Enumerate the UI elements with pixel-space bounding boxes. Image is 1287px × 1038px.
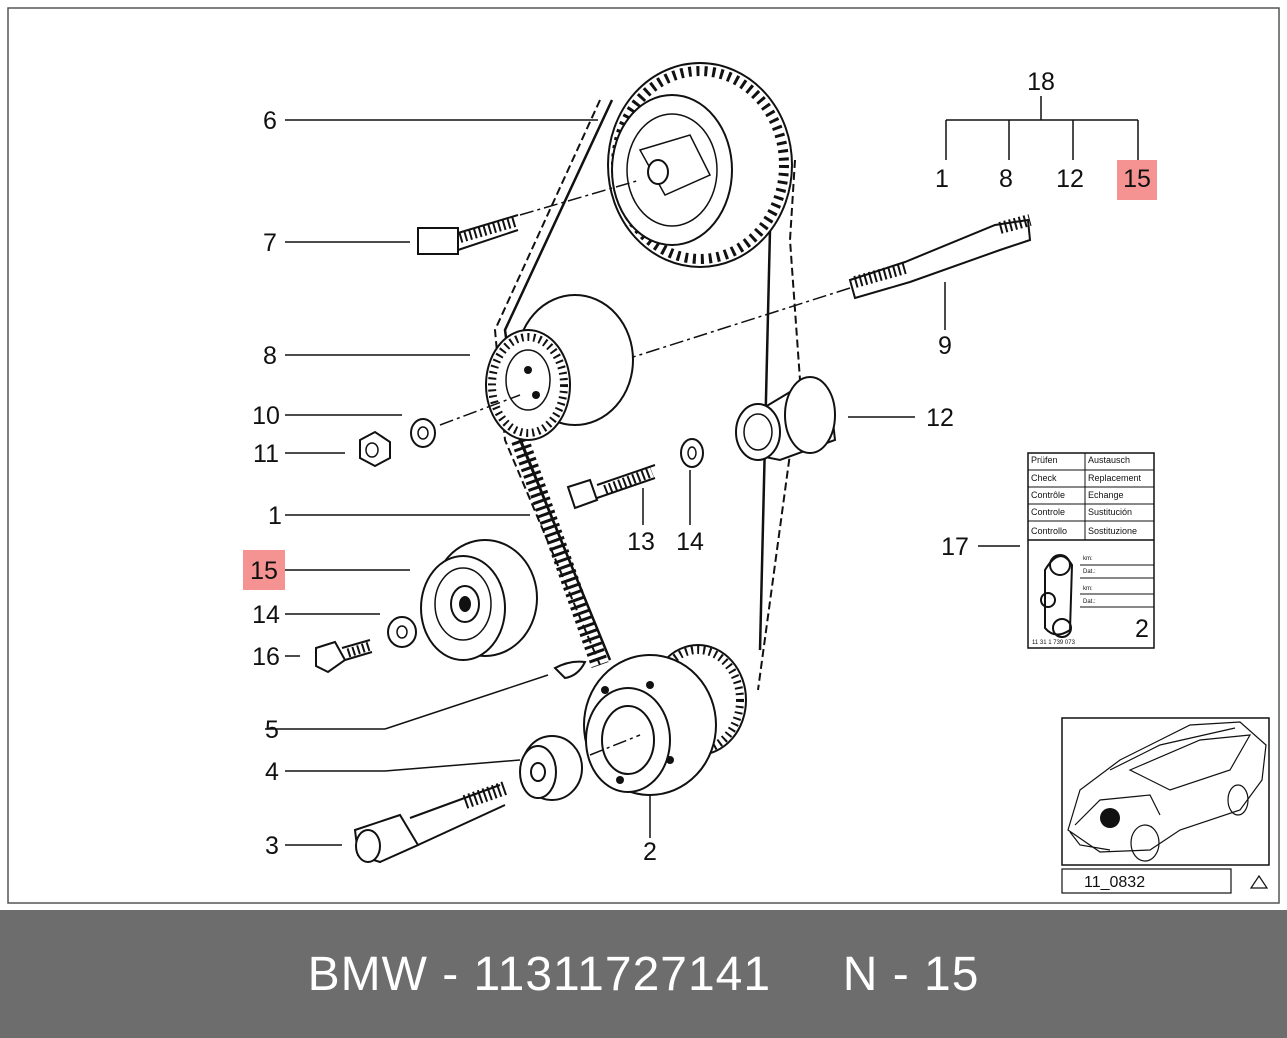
bolt-13 xyxy=(566,464,656,510)
set-tree-item-12: 12 xyxy=(1056,165,1084,193)
belt-left-inner xyxy=(493,99,601,666)
belt-teeth xyxy=(511,436,609,669)
callout-6: 6 xyxy=(263,107,277,135)
timing-belt-diagram: 6 7 8 10 11 1 15 14 16 5 4 3 2 9 12 13 1… xyxy=(7,7,1280,904)
set-tree-lines xyxy=(945,96,1139,160)
diagram-frame xyxy=(7,7,1280,904)
callout-14-upper: 14 xyxy=(676,528,704,556)
location-marker xyxy=(1100,808,1120,828)
label-card-r2a: Check xyxy=(1031,473,1057,483)
washer-14-lower xyxy=(387,616,417,648)
label-card-r4a: Controle xyxy=(1031,507,1065,517)
intermediate-sprocket xyxy=(439,294,634,441)
callout-2: 2 xyxy=(643,838,657,866)
callout-14-lower: 14 xyxy=(252,601,280,629)
callout-15: 15 xyxy=(250,557,278,585)
label-card-field-km1: km: xyxy=(1083,556,1093,562)
bolt-7 xyxy=(417,179,641,255)
warning-triangle-icon xyxy=(1249,874,1269,889)
label-card-r2b: Replacement xyxy=(1088,473,1142,483)
set-tree-item-1: 1 xyxy=(935,165,949,193)
label-card-field-date2: Dat.: xyxy=(1083,599,1096,605)
callout-16: 16 xyxy=(252,643,280,671)
nut-11 xyxy=(359,430,391,468)
label-card-r1a: Prüfen xyxy=(1031,455,1058,465)
callout-1: 1 xyxy=(268,502,282,530)
label-card-r4b: Sustitución xyxy=(1088,507,1132,517)
crankshaft-sprocket-2 xyxy=(583,644,747,796)
label-card-r1b: Austausch xyxy=(1088,455,1130,465)
label-card-r5b: Sostituzione xyxy=(1088,526,1137,536)
shaft-9 xyxy=(629,214,1032,359)
set-tree-root: 18 xyxy=(1027,68,1055,96)
vehicle-locator-inset: 11_0832 xyxy=(1061,717,1270,894)
callout-9: 9 xyxy=(938,332,952,360)
label-card-r3a: Contrôle xyxy=(1031,490,1065,500)
callout-4: 4 xyxy=(265,758,279,786)
callout-8: 8 xyxy=(263,342,277,370)
bolt-16 xyxy=(315,639,373,674)
belt-teeth-edge xyxy=(517,431,611,661)
label-card-part-no: 11 31 1 739 073 xyxy=(1032,640,1076,646)
set-tree-item-8: 8 xyxy=(999,165,1013,193)
callout-13: 13 xyxy=(627,528,655,556)
callout-3: 3 xyxy=(265,832,279,860)
tensioner-pulley-15 xyxy=(420,539,538,661)
label-card-r5a: Controllo xyxy=(1031,526,1067,536)
callout-10: 10 xyxy=(252,402,280,430)
set-tree-item-15: 15 xyxy=(1123,165,1151,193)
part-number-footer: BMW - 11311727141 N - 15 xyxy=(0,910,1287,1038)
label-card-number: 2 xyxy=(1135,615,1149,643)
diagram-code: 11_0832 xyxy=(1084,874,1145,891)
washer-14-upper xyxy=(680,438,704,468)
callout-12: 12 xyxy=(926,404,954,432)
highlight-box-tree-15 xyxy=(1117,160,1157,200)
highlight-box-15 xyxy=(243,550,285,590)
camshaft-sprocket xyxy=(607,62,793,268)
callout-17: 17 xyxy=(941,533,969,561)
footer-part-text: BMW - 11311727141 N - 15 xyxy=(307,947,980,1001)
label-card-field-date1: Dat.: xyxy=(1083,569,1096,575)
washer-10 xyxy=(410,418,436,448)
callout-11: 11 xyxy=(253,440,279,468)
callout-5: 5 xyxy=(265,716,279,744)
label-card-field-km2: km: xyxy=(1083,586,1093,592)
woodruff-key-5 xyxy=(553,660,587,680)
service-label-card xyxy=(1027,452,1155,649)
callout-7: 7 xyxy=(263,229,277,257)
belt-right-inner xyxy=(757,159,802,691)
label-card-r3b: Echange xyxy=(1088,490,1124,500)
hub-4 xyxy=(519,735,583,801)
leader-lines xyxy=(265,119,1020,846)
guide-roller-12 xyxy=(735,376,837,462)
bolt-3 xyxy=(353,781,508,864)
car-outline-icon xyxy=(1067,721,1267,862)
